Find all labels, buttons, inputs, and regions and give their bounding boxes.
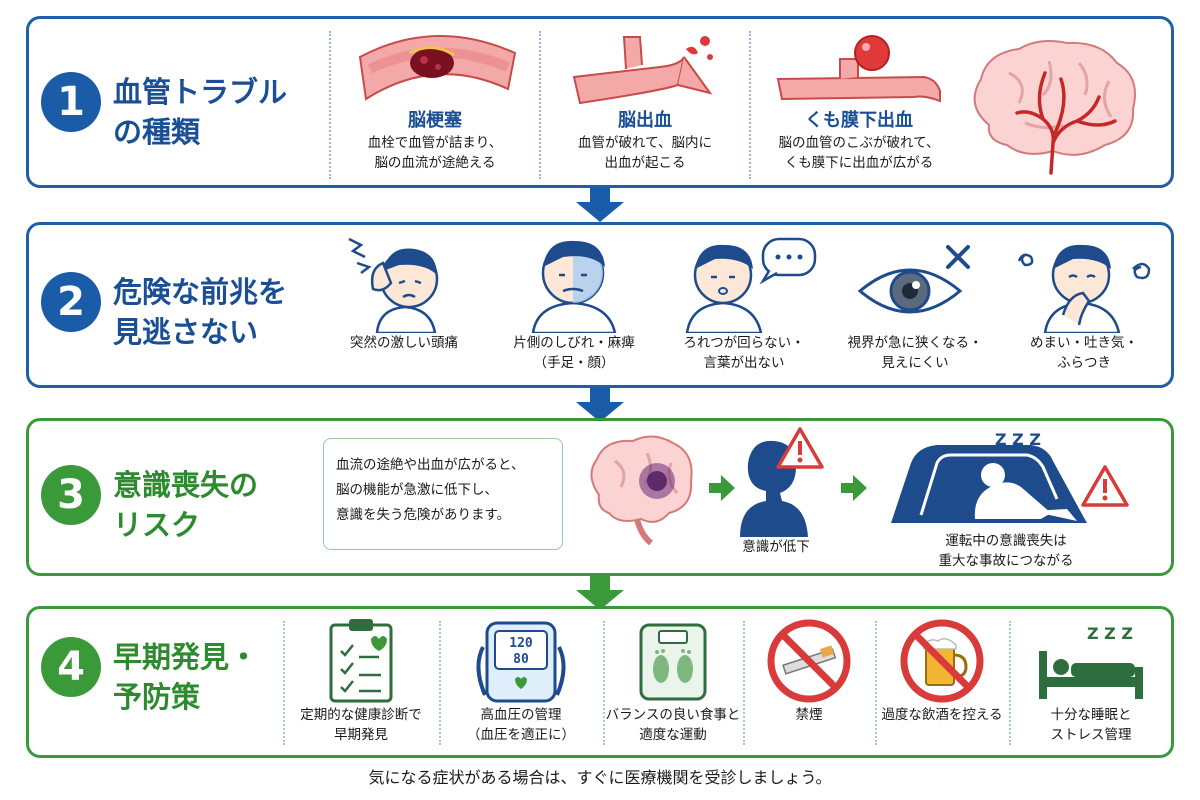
prevention-blood-pressure: 120 80 高血圧の管理 （血圧を適正に） bbox=[441, 617, 601, 745]
prevention-label: 高血圧の管理 （血圧を適正に） bbox=[467, 707, 575, 743]
brain-hemorrhage-icon bbox=[590, 435, 693, 546]
bp-reading-bottom: 80 bbox=[513, 652, 529, 667]
section-title: 危険な前兆を 見逃さない bbox=[113, 275, 288, 349]
risk-explanation: 血流の途絶や出血が広がると、 脳の機能が急激に低下し、 意識を失う危険があります… bbox=[323, 438, 563, 550]
sign-label: めまい・吐き気・ ふらつき bbox=[1030, 335, 1138, 371]
type-name: くも膜下出血 bbox=[805, 110, 913, 131]
step-driving-accident: Z Z Z 運転中の意識喪失は 重大な事故につながる bbox=[871, 427, 1141, 571]
sleep-mark: Z Z Z bbox=[1087, 624, 1133, 643]
divider bbox=[329, 31, 331, 179]
no-smoking-icon bbox=[767, 619, 851, 703]
sign-label: 視界が急に狭くなる・ 見えにくい bbox=[847, 335, 983, 371]
section-title: 早期発見・ 予防策 bbox=[113, 640, 259, 714]
no-alcohol-icon bbox=[900, 619, 984, 703]
section-number: 4 bbox=[41, 637, 101, 697]
sign-dizziness: めまい・吐き気・ ふらつき bbox=[999, 229, 1169, 373]
prevention-checkup: 定期的な健康診断で 早期発見 bbox=[285, 617, 437, 745]
numbness-icon bbox=[531, 240, 617, 333]
sign-label: ろれつが回らない・ 言葉が出ない bbox=[683, 335, 805, 371]
aneurysm-vessel-icon bbox=[776, 35, 941, 103]
sign-label: 突然の激しい頭痛 bbox=[350, 335, 458, 351]
divider bbox=[603, 621, 605, 745]
section-warning-signs: 2 危険な前兆を 見逃さない 突然の激しい頭痛 片側のしびれ・麻痺 （手足・顔） bbox=[26, 222, 1174, 388]
section-number: 1 bbox=[41, 72, 101, 132]
divider bbox=[749, 31, 751, 179]
sign-vision: 視界が急に狭くなる・ 見えにくい bbox=[825, 229, 1005, 373]
prevention-label: 禁煙 bbox=[795, 707, 823, 723]
prevention-label: 十分な睡眠と ストレス管理 bbox=[1050, 707, 1132, 743]
prevention-diet-exercise: バランスの良い食事と 適度な運動 bbox=[605, 617, 741, 745]
ruptured-vessel-icon bbox=[572, 36, 713, 105]
type-description: 血栓で血管が詰まり、 脳の血流が途絶える bbox=[367, 135, 503, 171]
type-item-infarction: 脳梗塞 血栓で血管が詰まり、 脳の血流が途絶える bbox=[335, 27, 535, 173]
arrow-right-icon bbox=[841, 475, 867, 501]
scale-icon bbox=[639, 623, 707, 701]
divider bbox=[283, 621, 285, 745]
sign-speech: ろれつが回らない・ 言葉が出ない bbox=[659, 229, 829, 373]
speech-trouble-icon bbox=[685, 237, 817, 333]
prevention-no-alcohol: 過度な飲酒を控える bbox=[877, 617, 1007, 725]
type-item-hemorrhage: 脳出血 血管が破れて、脳内に 出血が起こる bbox=[545, 27, 745, 173]
type-description: 脳の血管のこぶが破れて、 くも膜下に出血が広がる bbox=[778, 135, 940, 171]
type-item-subarachnoid: くも膜下出血 脳の血管のこぶが破れて、 くも膜下に出血が広がる bbox=[753, 27, 965, 173]
type-name: 脳梗塞 bbox=[408, 110, 462, 131]
bp-reading-top: 120 bbox=[509, 636, 533, 651]
prevention-label: 過度な飲酒を控える bbox=[881, 707, 1003, 723]
section-prevention: 4 早期発見・ 予防策 定期的な健康診断で 早期発見 120 80 高血圧の管理… bbox=[26, 606, 1174, 758]
step-label: 意識が低下 bbox=[742, 539, 810, 555]
prevention-label: バランスの良い食事と 適度な運動 bbox=[605, 707, 741, 743]
prevention-no-smoking: 禁煙 bbox=[745, 617, 873, 725]
sign-label: 片側のしびれ・麻痺 （手足・顔） bbox=[513, 335, 635, 371]
step-label: 運転中の意識喪失は 重大な事故につながる bbox=[938, 533, 1074, 569]
section-title: 意識喪失の リスク bbox=[113, 468, 259, 542]
arrow-down-icon bbox=[576, 388, 624, 422]
section-vessel-trouble: 1 血管トラブル の種類 脳梗塞 血栓で血管が詰まり、 脳の血流が途絶える 脳出… bbox=[26, 16, 1174, 188]
section-consciousness-risk: 3 意識喪失の リスク 血流の途絶や出血が広がると、 脳の機能が急激に低下し、 … bbox=[26, 418, 1174, 576]
divider bbox=[439, 621, 441, 745]
divider bbox=[1009, 621, 1011, 745]
vision-loss-icon bbox=[857, 245, 970, 314]
divider bbox=[875, 621, 877, 745]
arrow-right-icon bbox=[709, 475, 735, 501]
sign-numbness: 片側のしびれ・麻痺 （手足・顔） bbox=[489, 229, 659, 373]
footer-advice: 気になる症状がある場合は、すぐに医療機関を受診しましょう。 bbox=[368, 768, 832, 787]
divider bbox=[743, 621, 745, 745]
dizziness-icon bbox=[1017, 244, 1151, 333]
sign-headache: 突然の激しい頭痛 bbox=[319, 229, 489, 353]
checkup-clipboard-icon bbox=[329, 619, 393, 703]
headache-icon bbox=[348, 237, 439, 333]
section-title: 血管トラブル の種類 bbox=[113, 75, 288, 149]
type-name: 脳出血 bbox=[618, 110, 672, 131]
blocked-vessel-icon bbox=[358, 34, 517, 101]
prevention-sleep: Z Z Z 十分な睡眠と ストレス管理 bbox=[1011, 617, 1171, 745]
divider bbox=[539, 31, 541, 179]
section-number: 3 bbox=[41, 465, 101, 525]
driver-collapse-icon: Z Z Z bbox=[891, 430, 1129, 523]
prevention-label: 定期的な健康診断で 早期発見 bbox=[300, 707, 422, 743]
brain-vessels-icon bbox=[973, 40, 1136, 175]
section-number: 2 bbox=[41, 272, 101, 332]
sleep-bed-icon: Z Z Z bbox=[1039, 624, 1143, 699]
type-description: 血管が破れて、脳内に 出血が起こる bbox=[578, 135, 712, 171]
sleep-mark: Z Z Z bbox=[995, 430, 1041, 449]
blood-pressure-monitor-icon: 120 80 bbox=[476, 621, 566, 703]
step-consciousness-drop: 意識が低下 bbox=[721, 427, 831, 557]
arrow-down-icon bbox=[576, 188, 624, 222]
arrow-down-icon bbox=[576, 576, 624, 610]
unconscious-head-icon bbox=[740, 427, 824, 537]
